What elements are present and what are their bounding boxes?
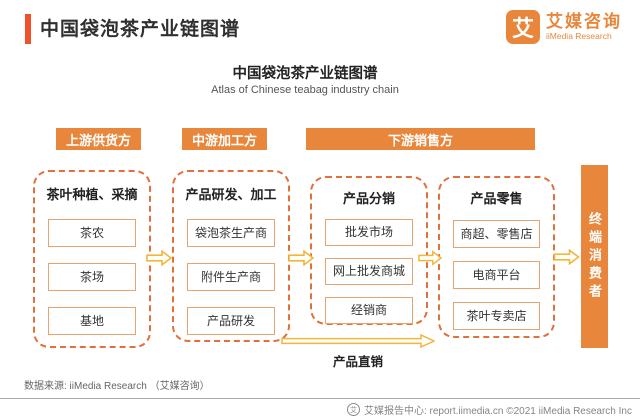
column-product-distribution: 产品分销 批发市场 网上批发商城 经销商 xyxy=(310,176,428,325)
item-box: 产品研发 xyxy=(187,307,275,335)
direct-sales-label: 产品直销 xyxy=(332,355,383,369)
right-arrow-icon xyxy=(418,250,442,266)
column-header: 产品零售 xyxy=(470,191,523,206)
stage-label-upstream: 上游供货方 xyxy=(56,128,141,150)
stage-label-midstream: 中游加工方 xyxy=(182,128,267,150)
item-box: 附件生产商 xyxy=(187,263,275,291)
footer-text: 艾媒报告中心: report.iimedia.cn ©2021 iiMedia … xyxy=(363,406,632,416)
data-source-note: 数据来源: iiMedia Research （艾媒咨询） xyxy=(24,381,210,392)
item-box: 茶叶专卖店 xyxy=(453,302,540,330)
column-header: 茶叶种植、采摘 xyxy=(46,187,138,202)
iimedia-logo: 艾 艾媒咨询 iiMedia Research xyxy=(506,10,622,44)
item-box: 网上批发商城 xyxy=(325,258,413,285)
right-arrow-icon xyxy=(288,250,314,266)
column-header: 产品分销 xyxy=(342,191,395,206)
iimedia-logo-text: 艾媒咨询 iiMedia Research xyxy=(546,11,622,41)
right-arrow-icon xyxy=(146,250,172,266)
chart-subtitle: Atlas of Chinese teabag industry chain xyxy=(211,84,399,96)
item-box: 茶场 xyxy=(48,263,136,291)
title-accent-bar xyxy=(25,14,31,44)
item-box: 电商平台 xyxy=(453,261,540,289)
right-arrow-icon xyxy=(553,249,580,265)
iimedia-footer-icon: 艾 xyxy=(346,403,360,416)
terminal-consumer-bar: 终端消费者 xyxy=(581,165,608,348)
direct-sales-arrow-icon xyxy=(281,334,435,348)
item-box: 基地 xyxy=(48,307,136,335)
item-box: 商超、零售店 xyxy=(453,220,540,248)
column-product-retail: 产品零售 商超、零售店 电商平台 茶叶专卖店 xyxy=(438,176,555,338)
page-title: 中国袋泡茶产业链图谱 xyxy=(40,19,241,40)
iimedia-logo-icon: 艾 xyxy=(506,10,540,44)
logo-name-cn: 艾媒咨询 xyxy=(546,11,622,31)
footer-divider xyxy=(0,398,640,399)
column-header: 产品研发、加工 xyxy=(185,187,277,202)
item-box: 经销商 xyxy=(325,297,413,324)
chart-title: 中国袋泡茶产业链图谱 xyxy=(232,66,378,82)
column-tea-planting: 茶叶种植、采摘 茶农 茶场 基地 xyxy=(33,170,151,348)
item-box: 茶农 xyxy=(48,219,136,247)
logo-name-en: iiMedia Research xyxy=(546,30,612,41)
item-box: 批发市场 xyxy=(325,219,413,246)
item-box: 袋泡茶生产商 xyxy=(187,219,275,247)
column-product-rd-processing: 产品研发、加工 袋泡茶生产商 附件生产商 产品研发 xyxy=(172,170,290,342)
report-footer: 艾 艾媒报告中心: report.iimedia.cn ©2021 iiMedi… xyxy=(346,402,632,416)
stage-label-downstream: 下游销售方 xyxy=(306,128,535,150)
